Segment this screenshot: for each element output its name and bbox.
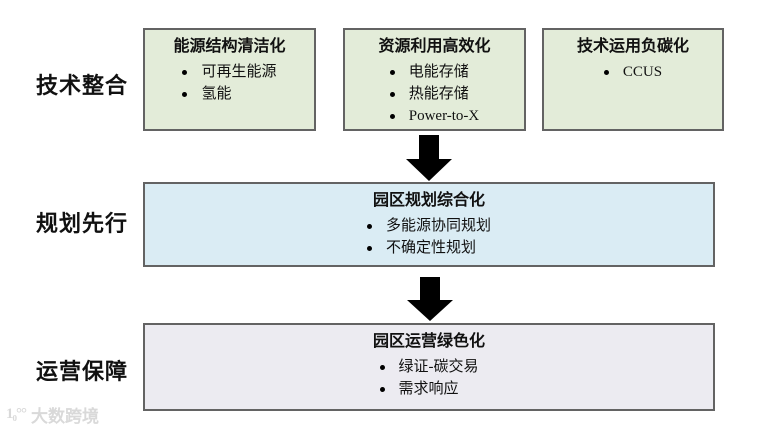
list-item: 可再生能源: [182, 61, 277, 83]
list-item-label: Power-to-X: [408, 108, 480, 124]
box-resource-utilization-efficient: 资源利用高效化 电能存储 热能存储 Power-to-X: [343, 28, 526, 131]
box-park-planning-integrated: 园区规划综合化 多能源协同规划 不确定性规划: [143, 182, 715, 267]
bullet-icon: [379, 386, 385, 392]
box-title: 资源利用高效化: [378, 38, 491, 55]
box-item-list: 电能存储 热能存储 Power-to-X: [389, 61, 480, 127]
list-item-label: 需求响应: [398, 381, 459, 397]
list-item-label: 可再生能源: [201, 64, 277, 80]
bullet-icon: [389, 91, 395, 97]
box-item-list: CCUS: [603, 61, 663, 83]
list-item: CCUS: [603, 61, 663, 83]
bullet-icon: [389, 69, 395, 75]
list-item-label: 热能存储: [408, 86, 469, 102]
list-item: 需求响应: [379, 378, 479, 400]
box-title: 能源结构清洁化: [173, 38, 286, 55]
list-item-label: 氢能: [201, 86, 232, 102]
list-item-label: 电能存储: [408, 64, 469, 80]
box-technology-negative-carbon: 技术运用负碳化 CCUS: [542, 28, 724, 131]
box-park-operation-green: 园区运营绿色化 绿证-碳交易 需求响应: [143, 323, 715, 411]
list-item: Power-to-X: [389, 105, 480, 127]
list-item: 绿证-碳交易: [379, 356, 479, 378]
list-item: 氢能: [182, 83, 276, 105]
list-item-label: 不确定性规划: [385, 240, 476, 256]
row-label-planning-first: 规划先行: [36, 211, 129, 236]
box-title: 园区运营绿色化: [372, 333, 485, 350]
bullet-icon: [603, 69, 609, 75]
bullet-icon: [379, 364, 385, 370]
box-energy-structure-clean: 能源结构清洁化 可再生能源 氢能: [143, 28, 316, 131]
bullet-icon: [389, 113, 395, 119]
row-label-operation-guarantee: 运营保障: [36, 359, 129, 384]
list-item: 多能源协同规划: [366, 215, 491, 237]
list-item: 热能存储: [389, 83, 480, 105]
watermark-logo-icon: 1₀°°: [6, 406, 27, 422]
list-item-label: 绿证-碳交易: [398, 359, 479, 375]
row-label-technology-integration: 技术整合: [36, 73, 129, 98]
bullet-icon: [182, 91, 188, 97]
watermark: 1₀°° 大数跨境: [6, 402, 99, 427]
down-arrow-icon: [407, 277, 453, 321]
box-item-list: 多能源协同规划 不确定性规划: [366, 215, 491, 259]
box-title: 技术运用负碳化: [576, 38, 689, 55]
down-arrow-icon: [406, 135, 452, 181]
watermark-label: 大数跨境: [31, 407, 99, 426]
box-title: 园区规划综合化: [372, 192, 485, 209]
list-item: 电能存储: [389, 61, 480, 83]
list-item-label: CCUS: [622, 64, 663, 80]
box-item-list: 可再生能源 氢能: [182, 61, 277, 105]
bullet-icon: [366, 223, 372, 229]
bullet-icon: [182, 69, 188, 75]
bullet-icon: [366, 245, 372, 251]
list-item: 不确定性规划: [366, 237, 491, 259]
box-item-list: 绿证-碳交易 需求响应: [379, 356, 479, 400]
list-item-label: 多能源协同规划: [385, 218, 491, 234]
